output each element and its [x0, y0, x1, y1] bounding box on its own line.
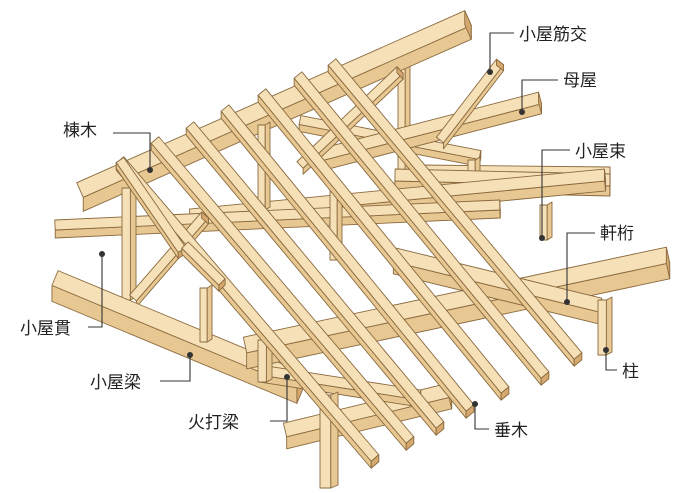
label-purlin: 母屋: [563, 71, 597, 91]
strut-short-front: [257, 339, 267, 383]
leader-rafter: [474, 404, 489, 430]
eave-beam-front-end: [665, 246, 671, 280]
roof-brace-back-end: [396, 66, 404, 80]
rafter-4: [220, 104, 475, 419]
roof-brace-right-end: [495, 58, 505, 72]
strut-small-side: [206, 284, 213, 343]
dot-tie: [99, 251, 105, 257]
rafter-3: [185, 121, 445, 436]
rafter-2: [150, 136, 415, 451]
dot-purlin: [519, 109, 525, 115]
purlin-middle-end: [603, 168, 607, 192]
rafter-6-end: [540, 371, 550, 386]
roof-brace-right: [435, 58, 505, 150]
dot-eave-beam: [564, 299, 570, 305]
strut-left: [121, 184, 137, 301]
label-post: 柱: [622, 362, 639, 382]
label-ridge: 棟木: [63, 121, 97, 141]
label-roof-brace: 小屋筋交: [519, 25, 587, 45]
label-roof-strut: 小屋束: [575, 142, 626, 162]
leader-roof-beam: [160, 355, 191, 382]
leader-lines: [88, 32, 617, 430]
rafter-7-end: [573, 352, 583, 367]
label-roof-beam: 小屋梁: [90, 373, 141, 393]
back-strut-far-front: [539, 204, 548, 241]
leader-purlin: [521, 79, 558, 112]
leader-post: [605, 350, 617, 371]
rafter-2-end: [405, 436, 415, 451]
rafter-6: [293, 71, 550, 386]
rafter-lower-left-top: [181, 241, 226, 286]
rafter-7: [327, 58, 583, 367]
rafter-5: [257, 88, 510, 401]
rafter-1-end: [370, 454, 380, 469]
post-right: [597, 296, 613, 356]
leader-corner-brace: [270, 377, 288, 422]
dot-post: [603, 347, 609, 353]
leader-roof-brace: [489, 32, 514, 72]
label-corner-brace: 火打梁: [188, 413, 239, 433]
strut-small-front: [199, 287, 208, 343]
label-rafter: 垂木: [494, 421, 528, 441]
strut-left-front: [121, 187, 131, 301]
rafter-5-end: [500, 386, 510, 401]
leader-roof-strut: [541, 149, 570, 238]
rafter-3-end: [435, 421, 445, 436]
back-strut-far-side: [546, 201, 553, 241]
purlin-upper-end: [538, 91, 542, 115]
dot-ridge: [147, 167, 153, 173]
ridge-beam-end: [464, 10, 472, 40]
purlin-upper: [318, 91, 542, 172]
rafter-4-end: [465, 404, 475, 419]
dot-corner-brace: [284, 374, 290, 380]
strut-left-side: [129, 184, 137, 301]
label-tie: 小屋貫: [20, 319, 71, 339]
dot-roof-brace: [487, 69, 493, 75]
dot-roof-beam: [187, 352, 193, 358]
rafter-lower-left-end: [218, 278, 226, 292]
timber-members: [51, 10, 671, 489]
rafter-lower-left: [181, 241, 226, 292]
leader-eave-beam: [566, 232, 595, 302]
strut-short: [257, 336, 273, 383]
strut-small: [199, 284, 213, 343]
labels: 小屋筋交 母屋 小屋束 軒桁 柱 垂木 棟木 小屋貫 小屋梁 火打梁: [20, 25, 639, 441]
post-right-side: [605, 296, 613, 356]
label-eave-beam: 軒桁: [600, 224, 634, 244]
dot-rafter: [472, 401, 478, 407]
post-right-front: [597, 299, 607, 356]
leader-tie: [88, 254, 103, 328]
roof-brace-left-end: [201, 211, 209, 225]
dot-roof-strut: [539, 235, 545, 241]
leader-ridge: [113, 132, 151, 170]
